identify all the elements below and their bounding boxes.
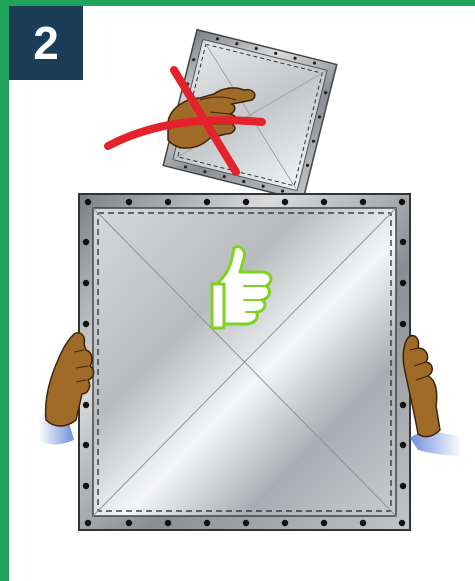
large-filter-panel [78,193,411,531]
thumbs-up-icon [210,245,273,330]
left-hand-icon [38,332,95,445]
red-x-icon [104,66,266,176]
step-number-badge: 2 [9,6,83,80]
tilted-filter-panel [162,28,338,202]
right-hand-icon [402,334,462,456]
